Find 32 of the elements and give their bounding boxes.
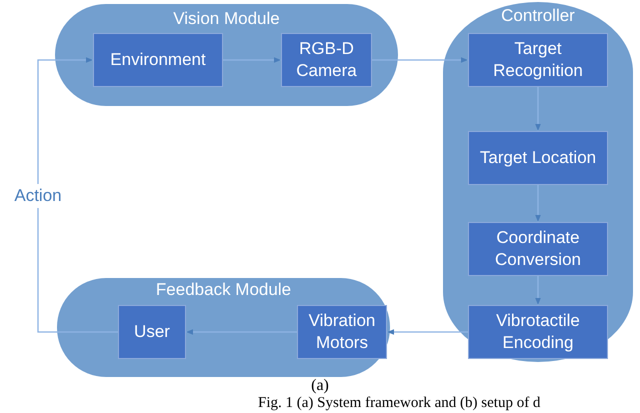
process-box	[297, 305, 387, 359]
arrow	[223, 57, 281, 63]
arrow	[186, 329, 297, 335]
process-label: Target Recognition	[492, 38, 584, 82]
arrow	[535, 276, 541, 305]
module-title: Feedback Module	[154, 280, 292, 300]
process-box	[93, 33, 223, 87]
panel-label: (a)	[310, 377, 330, 395]
arrow	[535, 185, 541, 222]
process-box	[281, 33, 372, 87]
arrow	[372, 57, 468, 63]
module-container	[57, 278, 390, 377]
process-label: Target Location	[478, 146, 598, 169]
process-label: Environment	[109, 48, 207, 71]
process-label: Vibrotactile Encoding	[495, 310, 581, 354]
module-container	[443, 2, 633, 362]
module-title: Controller	[500, 6, 576, 26]
process-box	[468, 222, 608, 276]
process-box	[468, 33, 608, 87]
process-label: Vibration Motors	[308, 310, 376, 354]
process-box	[118, 305, 186, 359]
arrow	[387, 329, 468, 335]
arrow	[37, 57, 118, 333]
process-box	[468, 305, 608, 359]
process-label: User	[133, 320, 171, 343]
process-box	[468, 131, 608, 185]
module-title: Vision Module	[172, 9, 281, 29]
figure-caption: Fig. 1 (a) System framework and (b) setup of d	[258, 395, 540, 412]
edge-label: Action	[14, 184, 62, 208]
arrow	[535, 87, 541, 131]
process-label: Coordinate Conversion	[494, 226, 582, 271]
process-label: RGB-D Camera	[295, 38, 358, 82]
